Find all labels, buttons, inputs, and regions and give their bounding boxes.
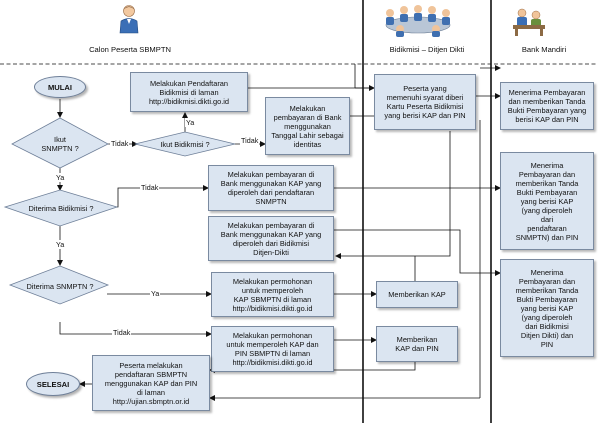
process-mohon-kap: Melakukan permohonan untuk memperoleh KA…: [211, 272, 334, 317]
start-terminal: MULAI: [34, 76, 86, 98]
decision-bidikmisi: Ikut Bidikmisi ?: [160, 139, 210, 149]
process-bank-terima-1: Menerima Pembayaran dan memberikan Tanda…: [500, 82, 594, 130]
process-bayar-kap-snmptn: Melakukan pembayaran di Bank menggunakan…: [208, 165, 334, 211]
process-bank-terima-2: Menerima Pembayaran dan memberikan Tanda…: [500, 152, 594, 250]
edge-label-ya-3: Ya: [55, 240, 66, 249]
process-beri-kap-pin: Memberikan KAP dan PIN: [376, 326, 458, 362]
lane-title-dikti: Bidikmisi – Ditjen Dikti: [389, 45, 465, 54]
meeting-group-icon: [378, 3, 458, 37]
process-bayar-kap-bidikmisi: Melakukan pembayaran di Bank menggunakan…: [208, 216, 334, 261]
edge-label-tidak-4: Tidak: [112, 328, 132, 337]
lane-title-bank: Bank Mandiri: [521, 45, 567, 54]
person-icon: [118, 4, 140, 34]
decision-snmptn: Ikut SNMPTN ?: [41, 135, 79, 153]
process-beri-kap: Memberikan KAP: [376, 281, 458, 308]
process-mohon-kap-pin: Melakukan permohonan untuk memperoleh KA…: [211, 326, 334, 372]
edge-label-ya-4: Ya: [150, 289, 161, 298]
decision-diterima-snmptn: Diterima SNMPTN ?: [26, 281, 94, 291]
lane-title-peserta: Calon Peserta SBMPTN: [89, 45, 171, 54]
process-bayar-bank-tanggal-lahir: Melakukan pembayaran di Bank menggunakan…: [265, 97, 350, 155]
edge-label-ya-2: Ya: [185, 118, 196, 127]
edge-label-tidak-3: Tidak: [140, 183, 160, 192]
decision-diterima-bidikmisi: Diterima Bidikmisi ?: [28, 203, 94, 213]
end-terminal: SELESAI: [26, 372, 80, 396]
process-daftar-bidikmisi: Melakukan Pendaftaran Bidikmisi di laman…: [130, 72, 248, 112]
edge-label-ya-1: Ya: [55, 173, 66, 182]
bank-teller-icon: [512, 6, 546, 36]
process-bank-terima-3: Menerima Pembayaran dan memberikan Tanda…: [500, 259, 594, 357]
process-daftar-sbmptn: Peserta melakukan pendaftaran SBMPTN men…: [92, 355, 210, 411]
process-kartu-peserta: Peserta yang memenuhi syarat diberi Kart…: [374, 74, 476, 130]
edge-label-tidak-1: Tidak: [110, 139, 130, 148]
edge-label-tidak-2: Tidak: [240, 136, 260, 145]
